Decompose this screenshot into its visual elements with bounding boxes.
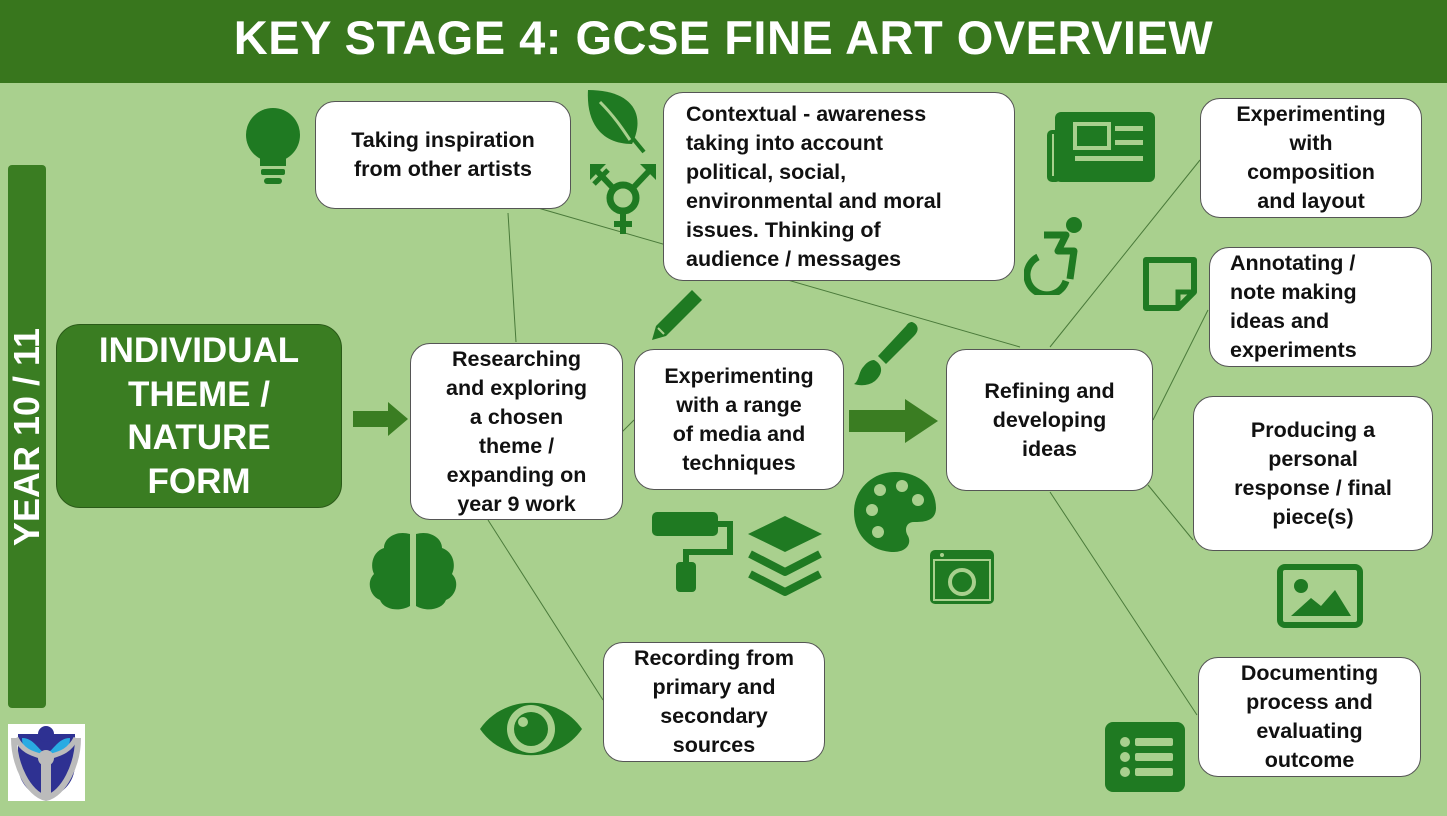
box-recording: Recording from primary and secondary sou… (603, 642, 825, 762)
box-documenting: Documenting process and evaluating outco… (1198, 657, 1421, 777)
connector-line (507, 212, 517, 343)
transgender-icon (590, 164, 656, 234)
connector-line (1049, 491, 1198, 716)
year-sidebar: YEAR 10 / 11 (6, 165, 47, 708)
connector-line (487, 519, 604, 701)
connector-line (1049, 159, 1201, 348)
box-experimenting-media: Experimenting with a range of media and … (634, 349, 844, 490)
newspaper-icon (1047, 112, 1155, 182)
box-researching: Researching and exploring a chosen theme… (410, 343, 623, 520)
wheelchair-icon (1024, 217, 1082, 295)
leaf-icon (587, 90, 646, 154)
box-inspiration: Taking inspiration from other artists (315, 101, 571, 209)
main-theme-box: INDIVIDUAL THEME / NATURE FORM (56, 324, 342, 508)
connector-line (1147, 484, 1194, 541)
paintbrush-icon (854, 322, 918, 386)
layers-icon (748, 516, 822, 596)
paint-roller-icon (652, 512, 733, 592)
box-producing: Producing a personal response / final pi… (1193, 396, 1433, 551)
box-contextual: Contextual - awareness taking into accou… (663, 92, 1015, 281)
brain-icon (369, 532, 457, 610)
camera-icon (930, 550, 994, 604)
arrow-right-icon (849, 399, 938, 443)
school-logo (8, 724, 85, 801)
list-icon (1105, 722, 1185, 792)
lightbulb-icon (246, 108, 300, 184)
sticky-note-icon (1143, 257, 1197, 311)
palette-icon (854, 472, 936, 552)
box-composition: Experimenting with composition and layou… (1200, 98, 1422, 218)
page-title: KEY STAGE 4: GCSE FINE ART OVERVIEW (0, 0, 1447, 83)
box-annotating: Annotating / note making ideas and exper… (1209, 247, 1432, 367)
arrow-right-icon (353, 402, 408, 436)
box-refining: Refining and developing ideas (946, 349, 1153, 491)
connector-line (621, 419, 635, 433)
image-icon (1277, 564, 1363, 628)
pencil-icon (652, 290, 702, 340)
connector-line (1152, 309, 1209, 421)
eye-icon (480, 702, 582, 756)
